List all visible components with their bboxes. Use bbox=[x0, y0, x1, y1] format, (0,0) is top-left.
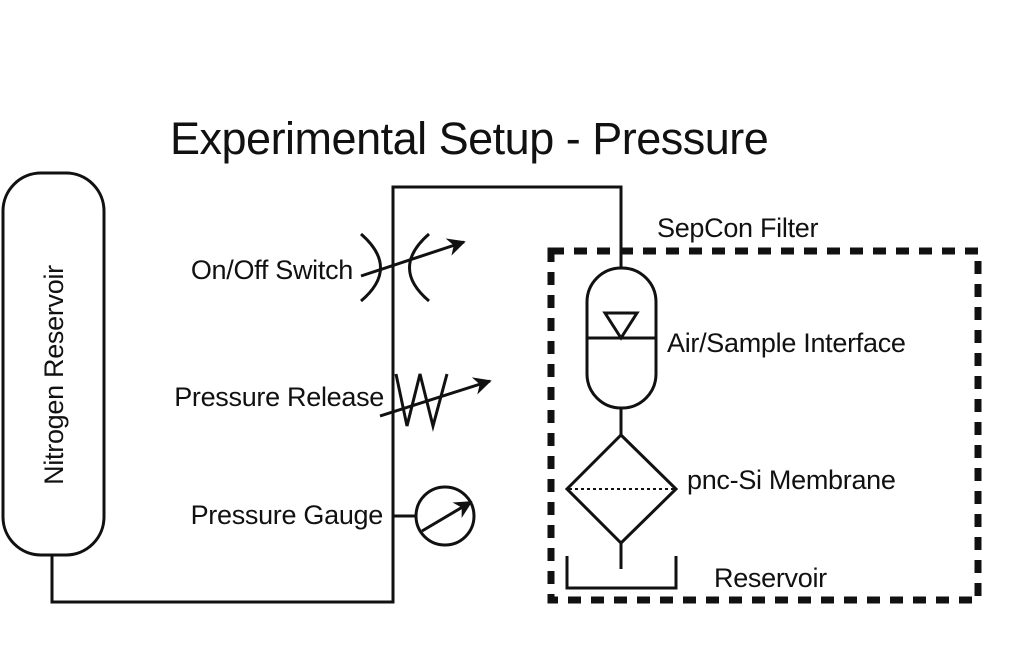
gauge-icon bbox=[414, 485, 476, 547]
membrane-label: pnc-Si Membrane bbox=[687, 465, 896, 495]
on-off-switch-label: On/Off Switch bbox=[191, 255, 353, 285]
reservoir-label: Reservoir bbox=[714, 563, 827, 593]
pressure-gauge-label: Pressure Gauge bbox=[191, 500, 383, 530]
piping bbox=[50, 185, 623, 604]
diagram-title: Experimental Setup - Pressure bbox=[170, 113, 768, 164]
adjustable-spring-relief-icon bbox=[379, 373, 492, 432]
vessel-icon bbox=[1, 171, 106, 557]
air-sample-interface-label: Air/Sample Interface bbox=[667, 328, 906, 358]
air-sample-interface: Air/Sample Interface bbox=[585, 266, 906, 410]
accumulator-icon bbox=[585, 266, 658, 410]
on-off-switch: On/Off Switch bbox=[191, 232, 466, 303]
sepcon-filter: SepCon Filter bbox=[547, 213, 982, 604]
nitrogen-reservoir-label: Nitrogen Reservoir bbox=[39, 265, 69, 485]
pressure-release: Pressure Release bbox=[174, 373, 492, 432]
adjustable-orifice-valve-icon bbox=[360, 232, 466, 303]
pipe-main-loop bbox=[50, 185, 623, 604]
pressure-gauge: Pressure Gauge bbox=[191, 485, 476, 547]
filter-diamond-icon bbox=[564, 432, 679, 546]
nitrogen-reservoir: Nitrogen Reservoir bbox=[1, 171, 106, 557]
pressure-release-label: Pressure Release bbox=[174, 382, 384, 412]
pnc-si-membrane: pnc-Si Membrane bbox=[564, 432, 896, 546]
tray-icon bbox=[565, 556, 678, 590]
sepcon-filter-label: SepCon Filter bbox=[657, 213, 818, 243]
sepcon-filter-boundary bbox=[547, 247, 982, 604]
collection-reservoir: Reservoir bbox=[565, 556, 827, 593]
